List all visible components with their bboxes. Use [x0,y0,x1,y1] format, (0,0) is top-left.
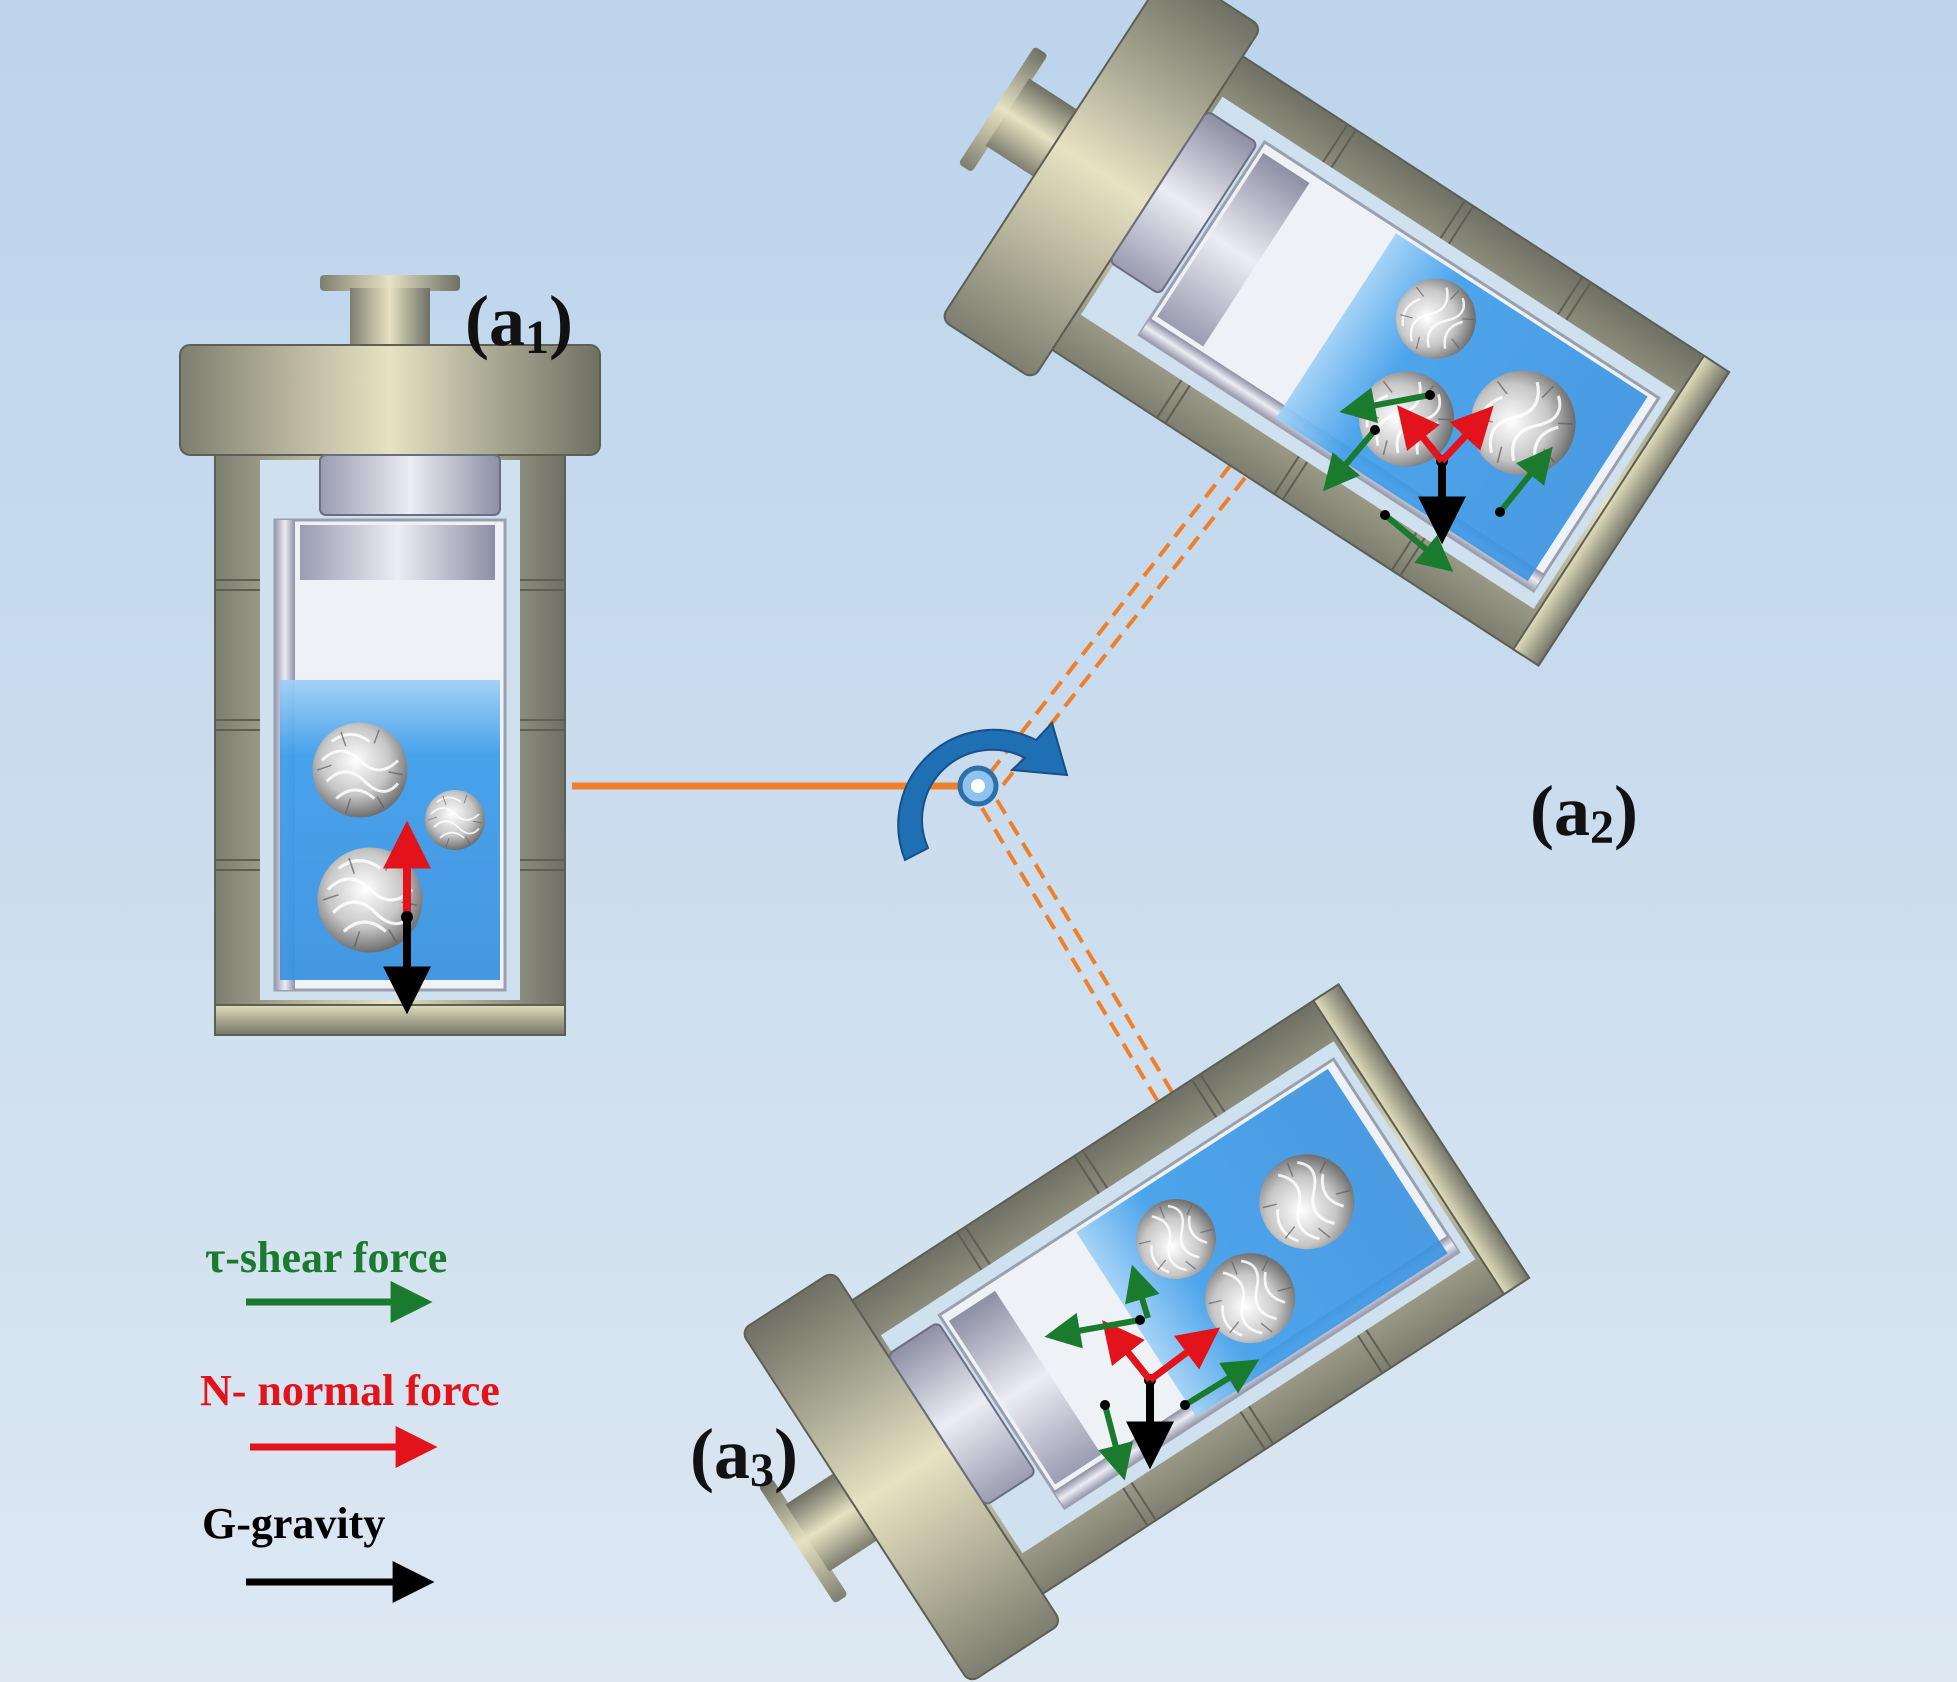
label-a2: (a2) [1530,771,1638,854]
force-arrows-a1 [383,820,431,1015]
label-a3: (a3) [690,1414,798,1497]
legend-gravity-label: G-gravity [202,1499,385,1548]
vessel-a1 [178,273,602,1037]
legend: τ-shear force N- normal force G-gravity [200,1233,500,1603]
legend-normal-label: N- normal force [200,1366,500,1415]
force-arrows-a3 [1044,1264,1260,1481]
rotation-arrow-icon [897,721,1069,862]
vessel-a2 [880,0,1750,697]
force-arrows-a2 [1323,387,1553,572]
pivot-icon [957,765,999,807]
label-a1: (a1) [465,281,573,364]
vessel-a3 [680,953,1550,1682]
legend-shear-label: τ-shear force [205,1233,447,1282]
rod-a3 [980,798,1183,1117]
